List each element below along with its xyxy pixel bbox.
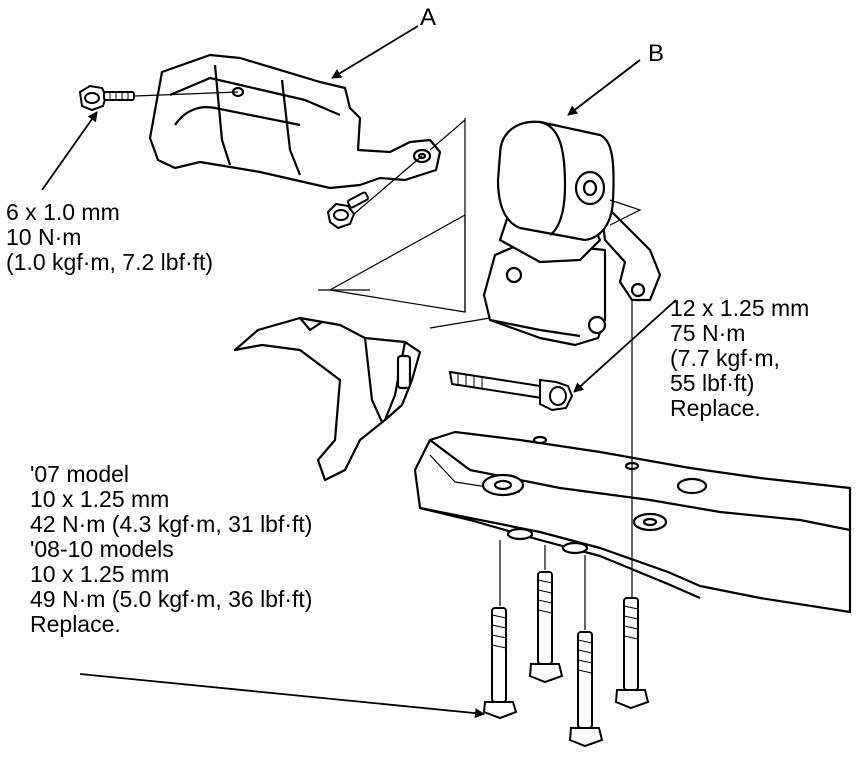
callout-line: (1.0 kgf·m, 7.2 lbf·ft) bbox=[6, 249, 214, 275]
callout-line: 10 N·m bbox=[6, 224, 82, 250]
callout-line: 49 N·m (5.0 kgf·m, 36 lbf·ft) bbox=[30, 586, 313, 612]
callout-line: 6 x 1.0 mm bbox=[6, 199, 120, 225]
mount-bracket bbox=[233, 316, 422, 482]
callout-line: 12 x 1.25 mm bbox=[670, 295, 810, 321]
callout-line: (7.7 kgf·m, bbox=[670, 345, 780, 371]
small-bolt-upper bbox=[78, 84, 135, 112]
bracket-a bbox=[148, 53, 442, 190]
callout-line: 55 lbf·ft) bbox=[670, 370, 755, 396]
callout-line: '07 model bbox=[30, 461, 130, 487]
callout-lower-bolts-spec: '07 model 10 x 1.25 mm 42 N·m (4.3 kgf·m… bbox=[30, 462, 312, 637]
callout-line: '08-10 models bbox=[30, 536, 174, 562]
callout-line: Replace. bbox=[30, 611, 121, 637]
leader-arrows bbox=[41, 25, 677, 719]
engine-mount-b bbox=[482, 120, 662, 347]
callout-line: 42 N·m (4.3 kgf·m, 31 lbf·ft) bbox=[30, 511, 313, 537]
vertical-bolt-4 bbox=[614, 597, 650, 710]
vertical-bolt-3 bbox=[568, 631, 604, 748]
small-bolt-middle bbox=[326, 191, 370, 230]
label-b: B bbox=[648, 40, 665, 67]
callout-through-bolt-spec: 12 x 1.25 mm 75 N·m (7.7 kgf·m, 55 lbf·f… bbox=[670, 296, 809, 421]
callout-line: 10 x 1.25 mm bbox=[30, 561, 170, 587]
vertical-bolt-1 bbox=[482, 607, 518, 720]
assembly-lines bbox=[134, 91, 642, 630]
callout-line: Replace. bbox=[670, 395, 761, 421]
label-a: A bbox=[420, 4, 437, 31]
through-bolt bbox=[448, 370, 574, 412]
vertical-bolt-2 bbox=[528, 571, 564, 684]
callout-line: 10 x 1.25 mm bbox=[30, 486, 170, 512]
callout-upper-bolt-spec: 6 x 1.0 mm 10 N·m (1.0 kgf·m, 7.2 lbf·ft… bbox=[6, 200, 213, 275]
vertical-bolts bbox=[482, 571, 650, 748]
callout-line: 75 N·m bbox=[670, 320, 746, 346]
